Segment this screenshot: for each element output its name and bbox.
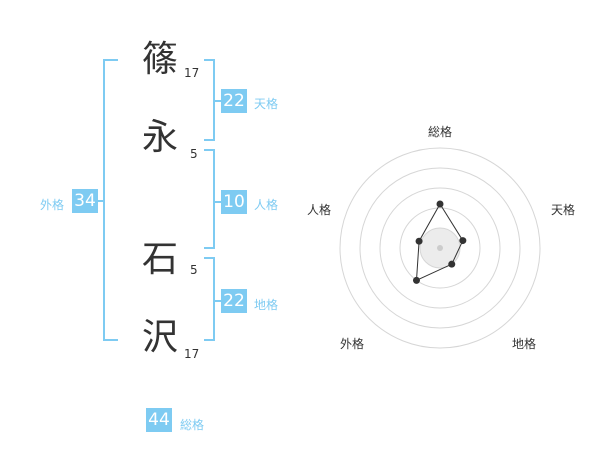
radar-ring: [399, 207, 481, 289]
radar-ring: [359, 167, 521, 329]
radar-label-chikaku: 地格: [512, 337, 537, 351]
radar-center-dot: [437, 245, 443, 251]
radar-label-jinkaku: 人格: [307, 203, 332, 217]
radar-point-2: [459, 237, 467, 245]
soukaku-label: 総格: [180, 418, 205, 432]
radar-point-5: [415, 237, 423, 245]
radar-ring: [379, 187, 501, 309]
radar-point-1: [436, 200, 444, 208]
radar-point-3: [448, 260, 456, 268]
gaikaku-badge: 34: [72, 189, 98, 213]
radar-ring: [339, 147, 541, 349]
chikaku-label: 地格: [254, 298, 279, 312]
radar-point-4: [412, 276, 420, 284]
name-char-2: 永: [142, 117, 179, 158]
tenkaku-badge: 22: [221, 89, 247, 113]
gaikaku-label: 外格: [40, 198, 65, 212]
chikaku-badge: 22: [221, 289, 247, 313]
name-char-4: 沢: [142, 317, 179, 358]
stroke-count-2: 5: [190, 147, 198, 161]
name-char-3: 石: [142, 239, 179, 280]
radar-label-tenkaku: 天格: [551, 203, 576, 217]
jinkaku-label: 人格: [254, 198, 279, 212]
stroke-count-4: 17: [184, 347, 200, 361]
radar-series-polygon: [415, 203, 464, 282]
radar-label-soukaku: 総格: [428, 125, 453, 139]
jinkaku-badge: 10: [221, 190, 247, 214]
jinkaku-bracket: [204, 149, 215, 249]
tenkaku-label: 天格: [254, 97, 279, 111]
stroke-count-1: 17: [184, 66, 200, 80]
radar-label-gaikaku: 外格: [340, 337, 365, 351]
name-char-1: 篠: [142, 39, 179, 80]
stroke-count-3: 5: [190, 263, 198, 277]
soukaku-badge: 44: [146, 408, 172, 432]
radar-ring: [419, 227, 461, 269]
chikaku-bracket: [204, 257, 215, 341]
